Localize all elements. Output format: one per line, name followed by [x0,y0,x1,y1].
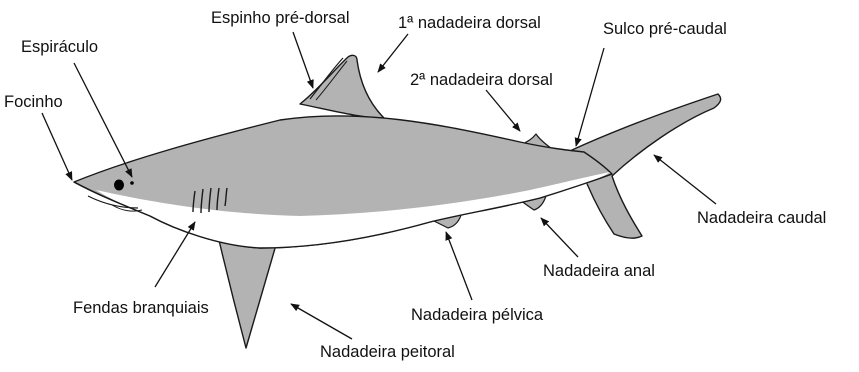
label-focinho: Focinho [4,94,63,111]
arrow-focinho [42,113,72,180]
label-nadadeira-pelvica: Nadadeira pélvica [411,307,543,324]
label-nadadeira-caudal: Nadadeira caudal [697,210,826,227]
label-fendas-branquiais: Fendas branquiais [73,300,209,317]
arrow-primeira-dorsal [378,34,408,72]
arrow-espinho [293,32,313,88]
eye [114,180,124,191]
label-nadadeira-peitoral: Nadadeira peitoral [320,344,455,361]
arrow-caudal [654,155,716,204]
label-nadadeira-anal: Nadadeira anal [543,263,655,280]
spiracle [130,181,134,185]
label-primeira-nadadeira-dorsal: 1ª nadadeira dorsal [398,15,541,32]
arrow-fendas [155,222,195,287]
arrow-espiraculo [74,63,132,177]
arrow-anal [541,218,578,257]
arrow-segunda-dorsal [486,90,520,131]
label-espiraculo: Espiráculo [21,39,98,56]
arrow-sulco [576,48,604,146]
label-espinho-pre-dorsal: Espinho pré-dorsal [211,10,350,27]
label-sulco-pre-caudal: Sulco pré-caudal [603,21,727,38]
label-segunda-nadadeira-dorsal: 2ª nadadeira dorsal [410,72,553,89]
arrow-peitoral [291,304,352,339]
arrow-pelvica [446,232,472,300]
